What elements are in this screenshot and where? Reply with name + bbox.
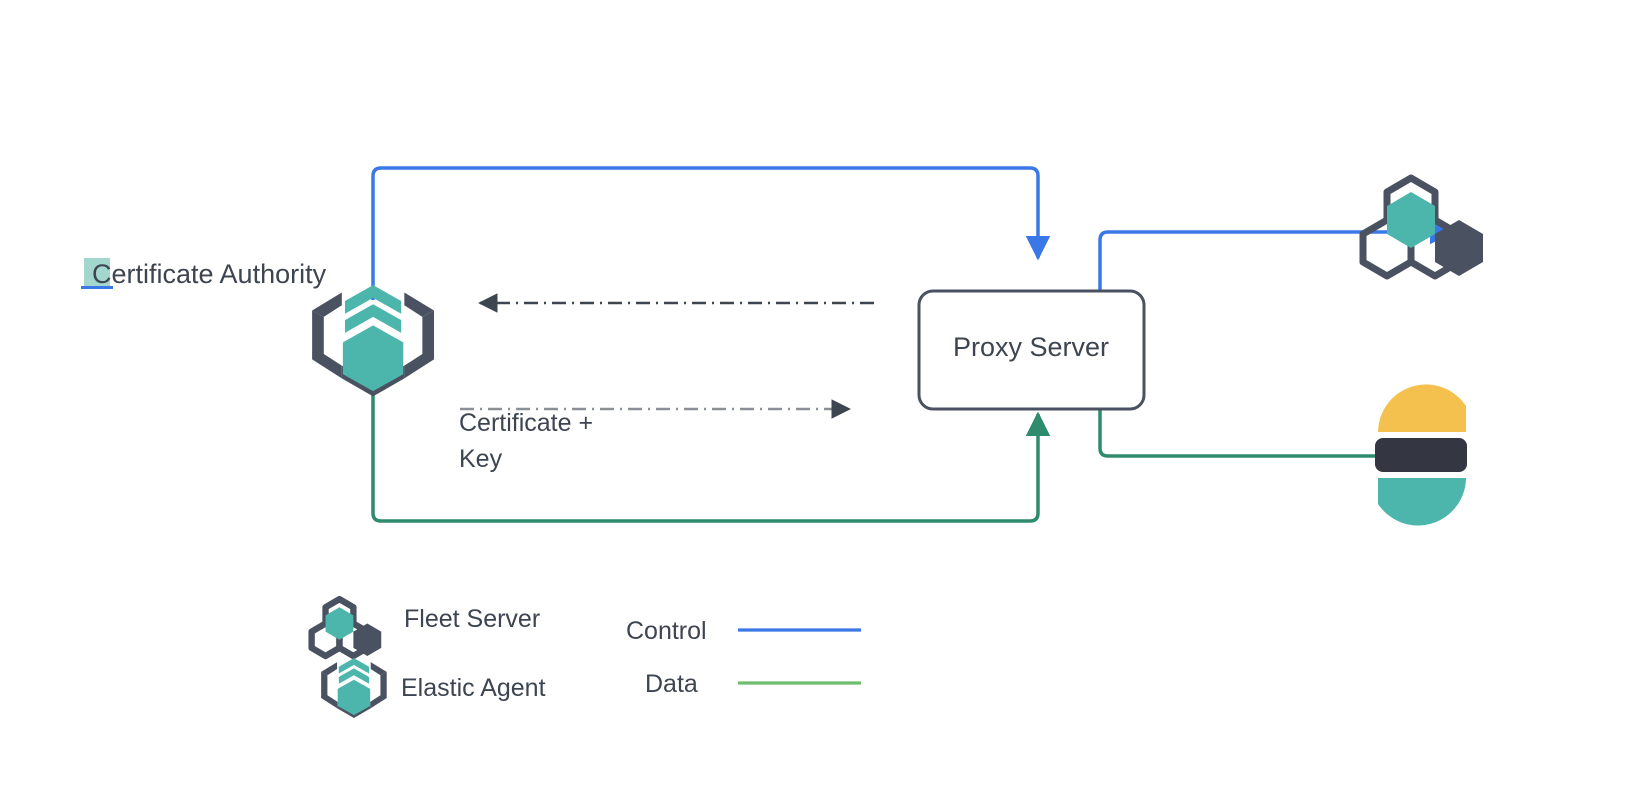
legend-label-fleet-server: Fleet Server xyxy=(404,605,540,633)
elasticsearch-dark-bar xyxy=(1375,438,1467,472)
certificate-key-line1: Certificate + xyxy=(459,409,593,437)
certificate-key-line2: Key xyxy=(459,445,503,473)
node-proxy-server[interactable]: Proxy Server xyxy=(917,289,1146,411)
proxy-server-box[interactable] xyxy=(917,289,1146,411)
legend: Fleet Server Elastic Agent Control Data xyxy=(308,595,861,718)
text-selection-highlight xyxy=(84,258,110,288)
edge-label-certificate-key: Certificate + Key xyxy=(459,409,593,473)
certificate-authority-label-group: Certificate Authority xyxy=(81,258,327,289)
elastic-agent-icon xyxy=(312,285,435,397)
proxy-server-label: Proxy Server xyxy=(953,332,1109,362)
elasticsearch-icon xyxy=(1375,384,1467,526)
elasticsearch-yellow-arc xyxy=(1378,384,1466,432)
edge-data-proxy-to-elasticsearch xyxy=(1098,400,1455,469)
legend-label-control: Control xyxy=(626,617,707,645)
edge-data-agent-to-proxy xyxy=(371,370,1051,523)
legend-elastic-agent-icon xyxy=(321,658,387,718)
certificate-authority-label: Certificate Authority xyxy=(92,259,327,289)
edge-control-agent-to-proxy xyxy=(371,166,1051,300)
legend-label-elastic-agent: Elastic Agent xyxy=(401,674,546,702)
legend-label-data: Data xyxy=(645,670,698,698)
legend-fleet-server-icon xyxy=(308,595,382,660)
edge-control-proxy-to-fleet xyxy=(1098,219,1455,290)
text-selection-underline xyxy=(81,286,113,289)
fleet-server-icon xyxy=(1359,174,1483,280)
